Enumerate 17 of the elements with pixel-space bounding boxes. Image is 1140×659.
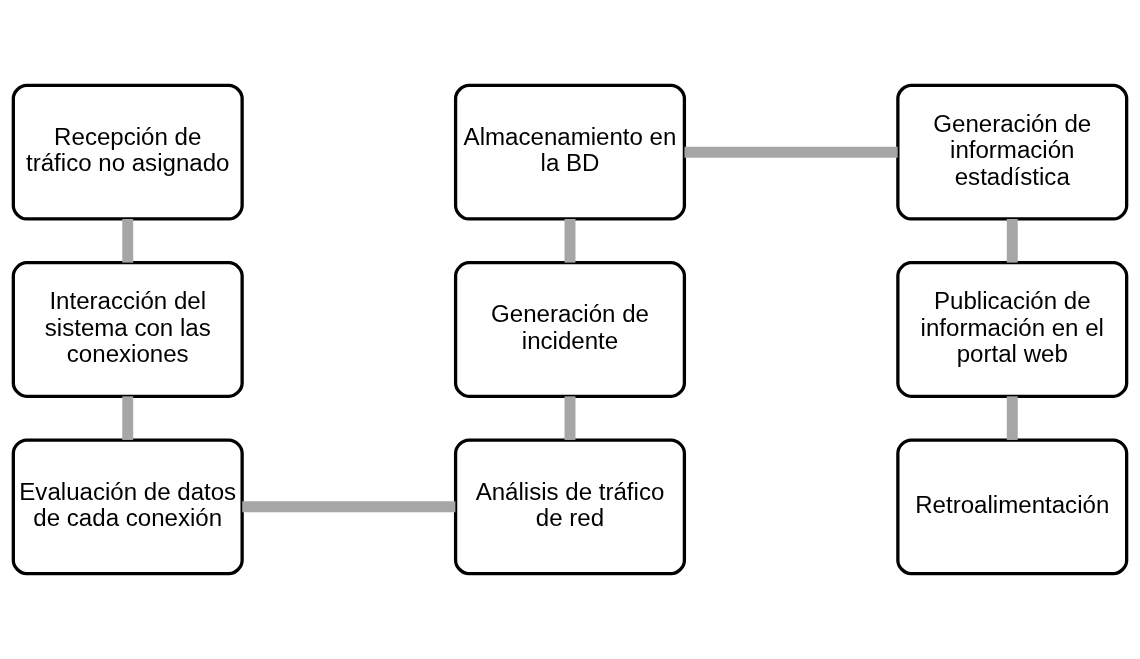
connector [122, 396, 134, 440]
node-box: Generación de información estadística [896, 83, 1129, 221]
node-box: Retroalimentación [896, 438, 1129, 576]
node-box: Análisis de tráfico de red [453, 438, 687, 576]
node-box: Evaluación de datos de cada conexión [11, 438, 244, 576]
connector [1006, 218, 1018, 263]
node-box: Publicación de información en el portal web [896, 261, 1129, 398]
node-box: Generación de incidente [453, 261, 687, 398]
node-box: Recepción de tráfico no asignado [11, 83, 244, 221]
connector [684, 146, 898, 158]
node-box: Almacenamiento en la BD [453, 83, 687, 221]
connector [564, 396, 576, 440]
connector [242, 501, 456, 513]
connector [122, 218, 134, 263]
connector [1006, 396, 1018, 440]
node-box: Interacción del sistema con las conexiones [11, 261, 244, 398]
connector [564, 218, 576, 263]
